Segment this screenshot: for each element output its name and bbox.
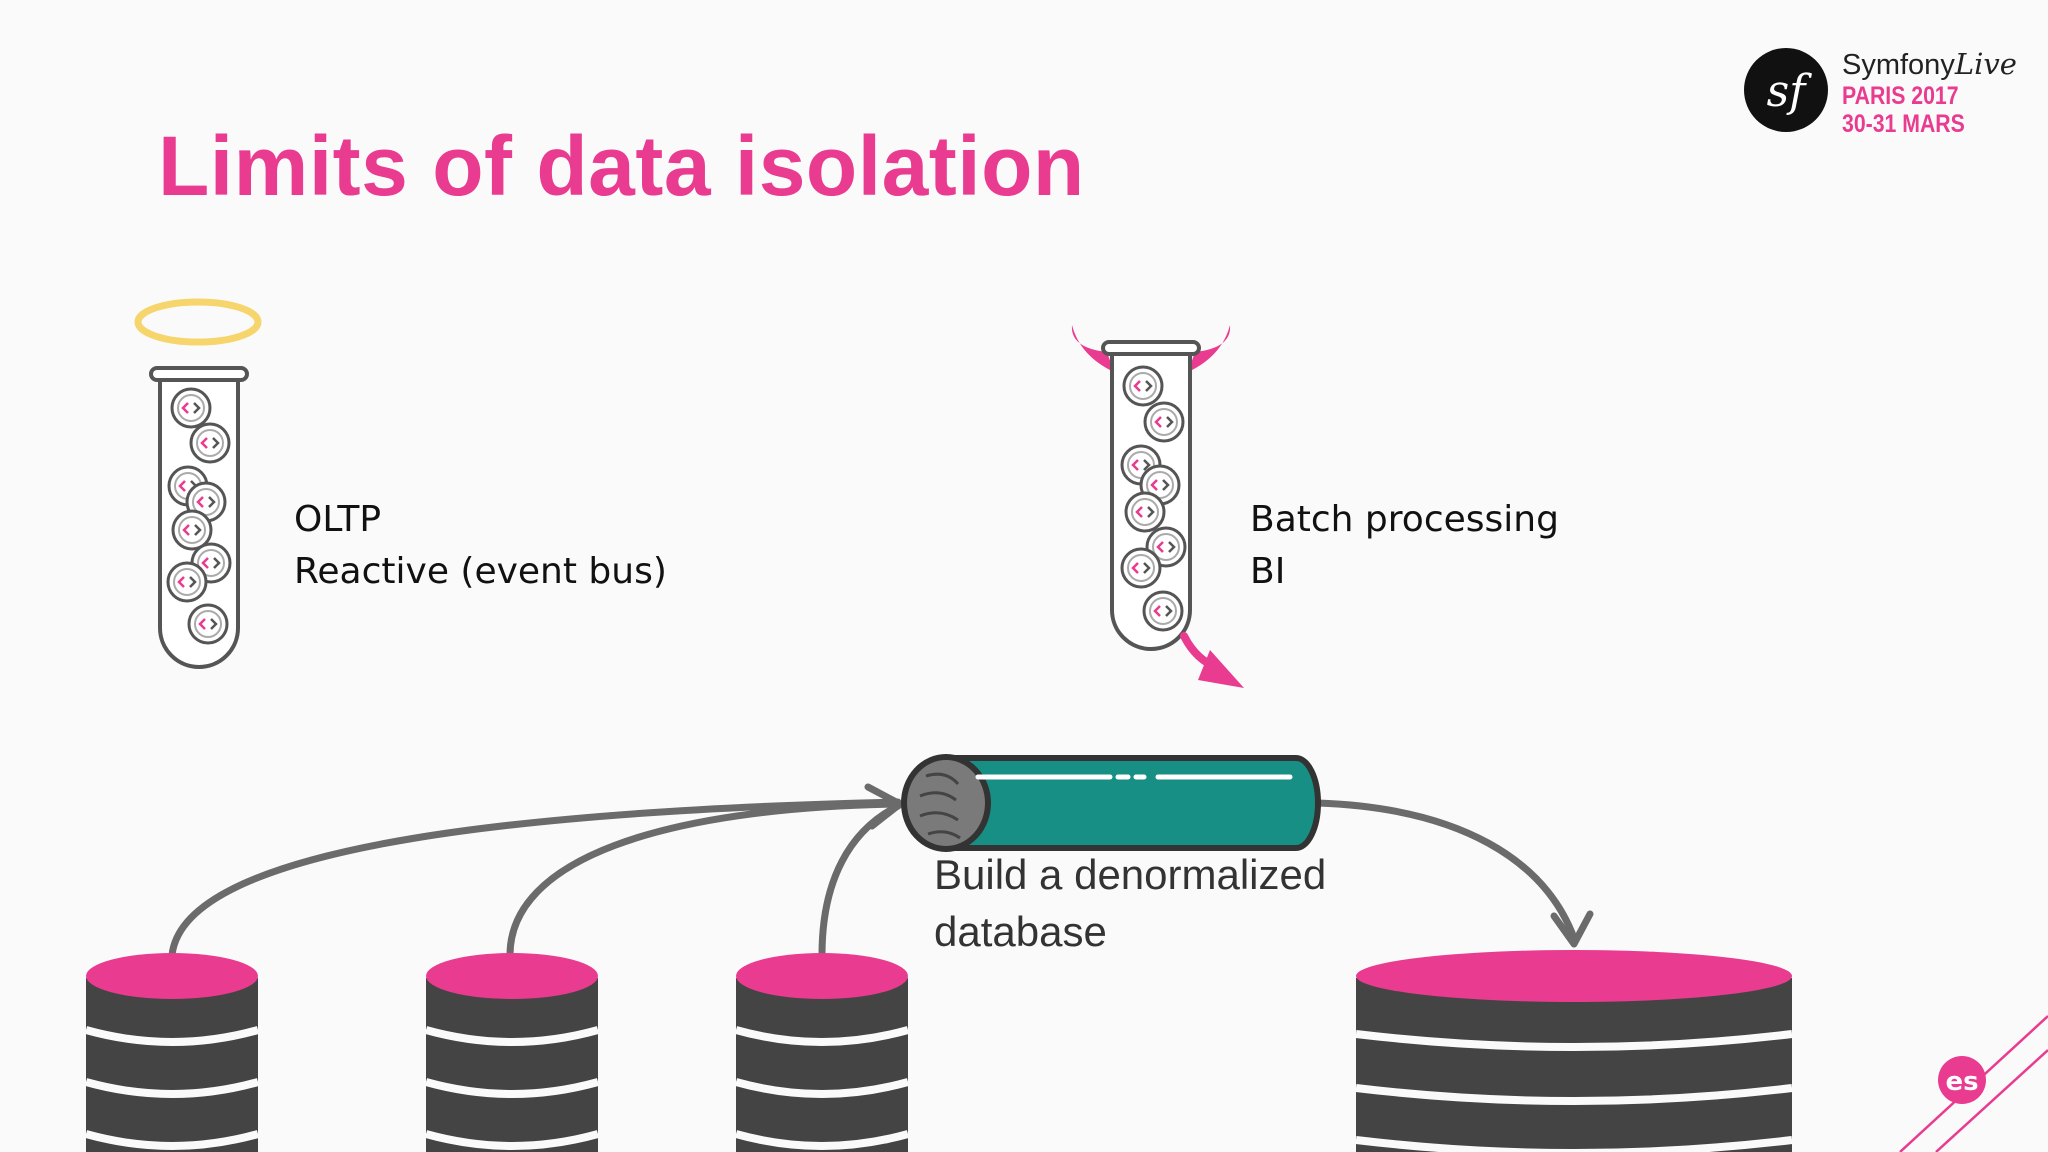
tube-rim <box>1101 340 1201 356</box>
database-ring <box>424 1130 600 1150</box>
right-horn-icon <box>1188 325 1231 372</box>
arrow-db3-to-pipe <box>818 802 902 959</box>
database-ring <box>424 1078 600 1098</box>
left-horn-icon <box>1071 325 1114 372</box>
event-logo-dates: 30-31 MARS <box>1842 110 1965 138</box>
database-ring <box>734 1078 910 1098</box>
slide-title: Limits of data isolation <box>158 119 1085 213</box>
corner-badge: es <box>1899 1015 2048 1152</box>
pipe-icon <box>901 754 1321 852</box>
symfony-logo-circle <box>1744 48 1828 132</box>
database-3 <box>734 953 910 1152</box>
bad-test-tube <box>1071 325 1244 688</box>
database-2 <box>424 953 600 1152</box>
database-ring <box>1355 1136 1793 1152</box>
database-stack <box>736 978 908 1152</box>
event-logo-city-year: PARIS 2017 <box>1842 82 1959 110</box>
database-top <box>736 953 908 999</box>
caption-line: OLTP <box>294 499 382 540</box>
batch-caption: Batch processing BI <box>1250 494 1559 598</box>
caption-line: Reactive (event bus) <box>294 551 667 592</box>
tube-rim <box>149 366 249 382</box>
caption-line: database <box>934 908 1107 955</box>
database-top <box>426 953 598 999</box>
brand-name: Symfony <box>1842 49 1955 81</box>
symfony-logo-letters: sf <box>1767 66 1813 117</box>
brand-suffix: Live <box>1954 47 2017 81</box>
pipe-caption: Build a denormalized database <box>934 846 1326 960</box>
caption-line: Batch processing <box>1250 499 1559 540</box>
arrow-db1-to-pipe <box>168 798 902 959</box>
corner-badge-letters: es <box>1945 1067 1978 1097</box>
devil-tail-tip <box>1198 650 1244 688</box>
arrow-pipe-to-bigdb <box>1314 799 1578 942</box>
database-stack <box>1356 978 1792 1152</box>
pipe-body <box>943 755 1321 851</box>
database-ring <box>84 1078 260 1098</box>
event-logo: SymfonyLive PARIS 2017 30-31 MARS <box>1842 50 2017 137</box>
pipe-opening <box>901 754 991 852</box>
data-flow-arrows <box>168 783 1594 959</box>
database-ring <box>1355 1030 1793 1051</box>
caption-line: Build a denormalized <box>934 851 1327 898</box>
database-ring <box>424 1026 600 1046</box>
database-stack <box>426 978 598 1152</box>
halo-icon <box>134 298 262 346</box>
symfony-logo-icon: sf <box>1744 48 1828 132</box>
arrow-head-bigdb-in <box>1550 910 1594 948</box>
pipe-opening-rings <box>919 772 961 840</box>
database-ring <box>734 1026 910 1046</box>
denormalized-database <box>1355 950 1793 1152</box>
database-ring <box>84 1130 260 1150</box>
database-ring <box>734 1130 910 1150</box>
arrow-head-pipe-in <box>864 783 904 830</box>
corner-badge-icon <box>1938 1056 1986 1104</box>
good-test-tube <box>134 298 262 669</box>
oltp-caption: OLTP Reactive (event bus) <box>294 494 667 598</box>
database-ring <box>1355 1084 1793 1105</box>
event-logo-brand: SymfonyLive <box>1842 50 2017 80</box>
database-top <box>86 953 258 999</box>
caption-line: BI <box>1250 551 1286 592</box>
database-stack <box>86 978 258 1152</box>
database-1 <box>84 953 260 1152</box>
database-top <box>1356 950 1792 1002</box>
corner-stripe <box>1935 1049 2048 1152</box>
arrow-db2-to-pipe <box>506 800 902 959</box>
database-ring <box>84 1026 260 1046</box>
